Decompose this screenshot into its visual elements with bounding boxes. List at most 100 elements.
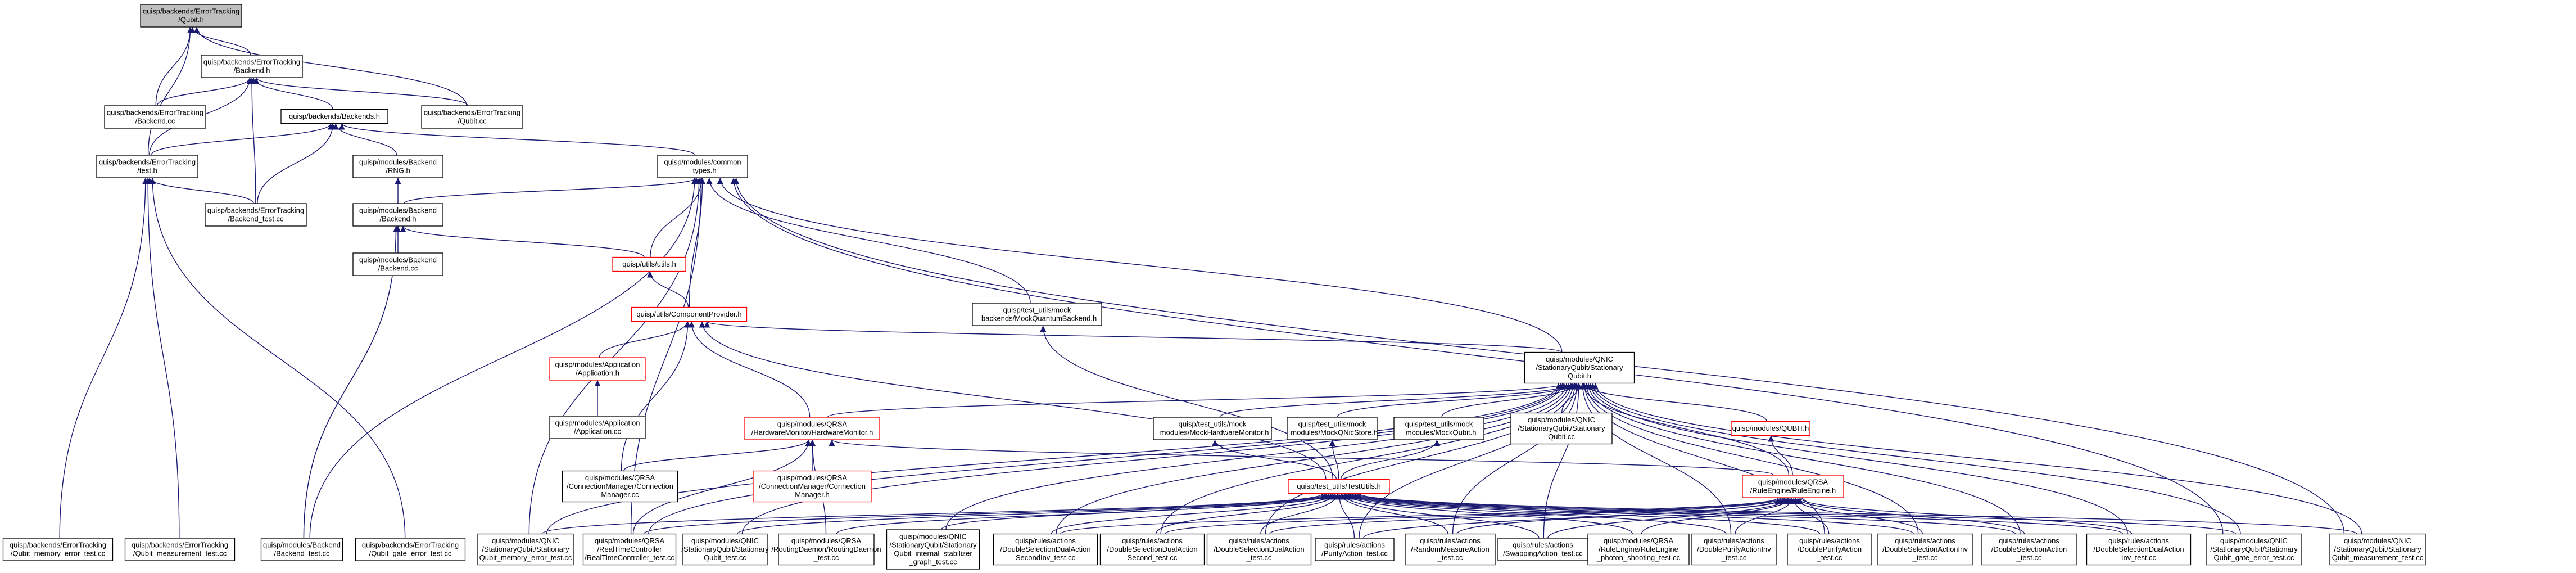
node-b-dpai[interactable]: quisp/rules/actions/DoublePurifyActionIn… <box>1691 533 1777 566</box>
edge-backend_cc-to-backend_h <box>156 77 253 106</box>
node-connmgr-h[interactable]: quisp/modules/QRSA/ConnectionManager/Con… <box>753 470 872 503</box>
node-et-test-h[interactable]: quisp/backends/ErrorTracking/test.h <box>96 155 198 178</box>
node-b-routing[interactable]: quisp/modules/QRSA/RoutingDaemon/Routing… <box>771 533 881 566</box>
node-connmgr-cc[interactable]: quisp/modules/QRSA/ConnectionManager/Con… <box>562 470 678 503</box>
node-box <box>1510 412 1613 445</box>
node-label-line: quisp/rules/actions <box>1513 541 1573 549</box>
node-utils-h[interactable]: quisp/utils/utils.h <box>612 256 686 272</box>
node-label-line: quisp/backends/ErrorTracking <box>362 541 459 549</box>
node-b-dsda[interactable]: quisp/rules/actions/DoubleSelectionDualA… <box>1206 533 1312 566</box>
node-mockqubit-h[interactable]: quisp/test_utils/mock_modules/MockQubit.… <box>1393 417 1484 440</box>
node-app-cc[interactable]: quisp/modules/Application/Application.cc <box>549 416 646 439</box>
node-hwmon-h[interactable]: quisp/modules/QRSA/HardwareMonitor/Hardw… <box>744 417 880 440</box>
node-label-line: /Application.cc <box>574 427 621 436</box>
node-box <box>612 256 686 272</box>
node-box <box>104 105 206 129</box>
node-label-line: quisp/modules/QNIC <box>691 536 759 545</box>
edge-b_sq_graph-to-testutils_h <box>940 493 1334 530</box>
node-box <box>682 533 768 566</box>
node-box <box>280 109 388 124</box>
node-box <box>352 203 443 227</box>
node-label-line: quisp/modules/QRSA <box>777 420 848 428</box>
node-statqubit-h[interactable]: quisp/modules/QNIC/StationaryQubit/Stati… <box>1524 351 1635 384</box>
edge-hwmon_h-to-compprov_h <box>688 321 811 418</box>
node-b-meas-err[interactable]: quisp/backends/ErrorTracking/Qubit_measu… <box>124 538 236 561</box>
node-label-line: quisp/rules/actions <box>1895 536 1955 545</box>
node-label-line: quisp/rules/actions <box>1122 536 1183 545</box>
edge-b_sq_gate-to-statqubit_h <box>1590 383 2241 534</box>
node-box <box>96 155 198 178</box>
node-b-dsdai[interactable]: quisp/rules/actions/DoubleSelectionDualA… <box>2086 533 2192 566</box>
node-label-line: quisp/backends/ErrorTracking <box>10 541 106 549</box>
node-box <box>1288 479 1390 494</box>
node-box <box>421 105 523 129</box>
node-app-h[interactable]: quisp/modules/Application/Application.h <box>549 357 646 381</box>
node-statqubit-cc[interactable]: quisp/modules/QNIC/StationaryQubit/Stati… <box>1510 412 1613 445</box>
edge-b_mod_backend_test-to-mod_backend_h <box>303 225 400 539</box>
node-b-sq-graph[interactable]: quisp/modules/QNIC/StationaryQubit/Stati… <box>886 529 980 570</box>
node-types-h[interactable]: quisp/modules/common_types.h <box>657 155 748 178</box>
node-b-swap[interactable]: quisp/rules/actions/SwappingAction_test.… <box>1497 538 1588 561</box>
node-label-line: /StationaryQubit/Stationary <box>482 545 569 553</box>
node-label-line: /Qubit_measurement_test.cc <box>133 549 227 558</box>
node-testutils-h[interactable]: quisp/test_utils/TestUtils.h <box>1288 479 1390 494</box>
edge-b_dsa-to-ruleengine_h <box>1794 497 2025 534</box>
node-mod-backend-cc[interactable]: quisp/modules/Backend/Backend.cc <box>352 252 443 276</box>
node-b-dsda-s[interactable]: quisp/rules/actions/DoubleSelectionDualA… <box>1099 533 1205 566</box>
node-label-line: /RoutingDaemon/RoutingDaemon <box>771 545 881 553</box>
node-b-purify[interactable]: quisp/rules/actions/PurifyAction_test.cc <box>1315 538 1395 561</box>
node-box <box>753 470 872 503</box>
node-label-line: quisp/rules/actions <box>1420 536 1481 545</box>
node-box <box>260 538 343 561</box>
node-mockhw-h[interactable]: quisp/test_utils/mock_modules/MockHardwa… <box>1153 417 1272 440</box>
node-box <box>201 55 303 78</box>
node-b-rtc-test[interactable]: quisp/modules/QRSA/RealTimeController/Re… <box>582 533 677 566</box>
node-mockqnic-h[interactable]: quisp/test_utils/mock_modules/MockQNicSt… <box>1286 417 1378 440</box>
node-mockqb-h[interactable]: quisp/test_utils/mock_backends/MockQuant… <box>972 303 1102 326</box>
node-b-random[interactable]: quisp/rules/actions/RandomMeasureAction_… <box>1405 533 1496 566</box>
node-backends-h[interactable]: quisp/backends/Backends.h <box>280 109 388 124</box>
node-label-line: /RNG.h <box>386 166 410 175</box>
node-backend-cc[interactable]: quisp/backends/ErrorTracking/Backend.cc <box>104 105 206 129</box>
node-qubit-cc[interactable]: quisp/backends/ErrorTracking/Qubit.cc <box>421 105 523 129</box>
edge-et_backend_test-to-backends_h <box>257 123 336 204</box>
node-et-backend-test[interactable]: quisp/backends/ErrorTracking/Backend_tes… <box>205 203 307 227</box>
edge-ruleengine_h-to-hwmon_h <box>829 439 1774 476</box>
node-b-dsa[interactable]: quisp/rules/actions/DoubleSelectionActio… <box>1981 533 2077 566</box>
node-box <box>657 155 748 178</box>
node-b-sq-test[interactable]: quisp/modules/QNIC/StationaryQubit/Stati… <box>681 533 769 566</box>
node-b-dsai[interactable]: quisp/rules/actions/DoubleSelectionActio… <box>1877 533 1973 566</box>
edge-b_dsai-to-testutils_h <box>1347 493 1914 535</box>
node-b-sq-gate[interactable]: quisp/modules/QNIC/StationaryQubit/Stati… <box>2206 533 2302 566</box>
node-b-mod-backend-test[interactable]: quisp/modules/Backend/Backend_test.cc <box>260 538 343 561</box>
node-ruleengine-h[interactable]: quisp/modules/QRSA/RuleEngine/RuleEngine… <box>1742 475 1844 498</box>
node-label-line: /DoubleSelectionDualAction <box>1214 545 1304 553</box>
edge-et_test_h-to-qubit_h <box>147 26 194 156</box>
node-qubit-h[interactable]: quisp/backends/ErrorTracking/Qubit.h <box>140 4 242 28</box>
node-rng-h[interactable]: quisp/modules/Backend/RNG.h <box>352 155 443 178</box>
node-label-line: quisp/modules/Backend <box>359 256 437 264</box>
node-b-re-photon[interactable]: quisp/modules/QRSA/RuleEngine/RuleEngine… <box>1587 533 1690 566</box>
edge-b_sq_test-to-statqubit_h <box>741 383 1566 534</box>
node-b-dpa[interactable]: quisp/rules/actions/DoublePurifyAction_t… <box>1787 533 1872 566</box>
node-qubit-mod-h[interactable]: quisp/modules/QUBIT.h <box>1731 421 1810 436</box>
node-label-line: _modules/MockQubit.h <box>1401 428 1477 437</box>
node-mod-backend-h[interactable]: quisp/modules/Backend/Backend.h <box>352 203 443 227</box>
node-box <box>2 538 114 561</box>
node-box <box>549 416 646 439</box>
node-compprov-h[interactable]: quisp/utils/ComponentProvider.h <box>631 306 748 322</box>
node-b-gate-err[interactable]: quisp/backends/ErrorTracking/Qubit_gate_… <box>355 538 466 561</box>
node-b-dsda-s2[interactable]: quisp/rules/actions/DoubleSelectionDualA… <box>993 533 1098 566</box>
node-b-sq-meas[interactable]: quisp/modules/QNIC/StationaryQubit/Stati… <box>2329 533 2426 566</box>
node-label-line: _photon_shooting_test.cc <box>1596 553 1681 562</box>
node-label-line: quisp/modules/QNIC <box>2344 536 2411 545</box>
edge-statqubit_h-to-types_h <box>717 177 1563 353</box>
edge-testutils_h-to-compprov_h <box>699 321 1327 480</box>
edge-et_backend_test-to-et_test_h <box>146 177 254 204</box>
node-label-line: quisp/modules/QRSA <box>1758 478 1828 486</box>
node-backend-h[interactable]: quisp/backends/ErrorTracking/Backend.h <box>201 55 303 78</box>
node-b-mem-err[interactable]: quisp/backends/ErrorTracking/Qubit_memor… <box>2 538 114 561</box>
edge-b_meas_err-to-et_test_h <box>144 177 180 539</box>
node-b-sq-mem[interactable]: quisp/modules/QNIC/StationaryQubit/Stati… <box>477 533 574 566</box>
